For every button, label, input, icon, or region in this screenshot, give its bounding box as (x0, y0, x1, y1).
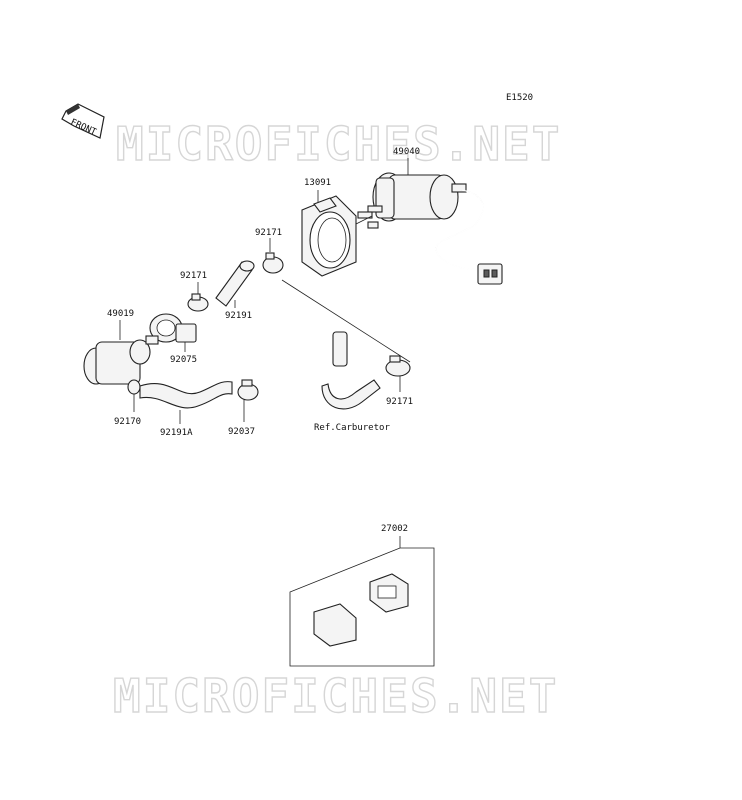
watermark-bottom: MICROFICHES.NET (113, 669, 558, 723)
label-92191A: 92191A (160, 428, 193, 438)
label-49040: 49040 (393, 147, 420, 157)
label-92037: 92037 (228, 427, 255, 437)
label-92171-lower: 92171 (386, 397, 413, 407)
clamp-92170 (127, 379, 141, 395)
relay-27002 (313, 573, 409, 647)
watermark-top: MICROFICHES.NET (116, 117, 561, 171)
diagram-code: E1520 (506, 93, 533, 103)
clamp-92171-upper (262, 252, 284, 274)
label-92191: 92191 (225, 311, 252, 321)
clamp-92037 (237, 379, 259, 401)
bracket-27002 (289, 536, 435, 667)
label-92171-middle: 92171 (180, 271, 207, 281)
pump-bracket-13091 (301, 195, 357, 277)
label-92171-upper: 92171 (255, 228, 282, 238)
front-arrow-icon: FRONT (61, 103, 105, 139)
hose-to-carburetor (321, 331, 381, 410)
clamp-92171-middle (187, 293, 209, 312)
reference-carburetor: Ref.Carburetor (314, 423, 390, 433)
label-92075: 92075 (170, 355, 197, 365)
label-13091: 13091 (304, 178, 331, 188)
rubber-mount-92075 (149, 313, 197, 343)
label-27002: 27002 (381, 524, 408, 534)
hose-92191A (139, 381, 233, 409)
fuel-pump-49040 (357, 172, 467, 229)
clamp-92171-lower (385, 355, 411, 377)
fuel-filter-49019 (83, 335, 159, 385)
label-49019: 49019 (107, 309, 134, 319)
pump-connector (477, 263, 503, 285)
label-92170: 92170 (114, 417, 141, 427)
hose-92191 (215, 260, 255, 307)
